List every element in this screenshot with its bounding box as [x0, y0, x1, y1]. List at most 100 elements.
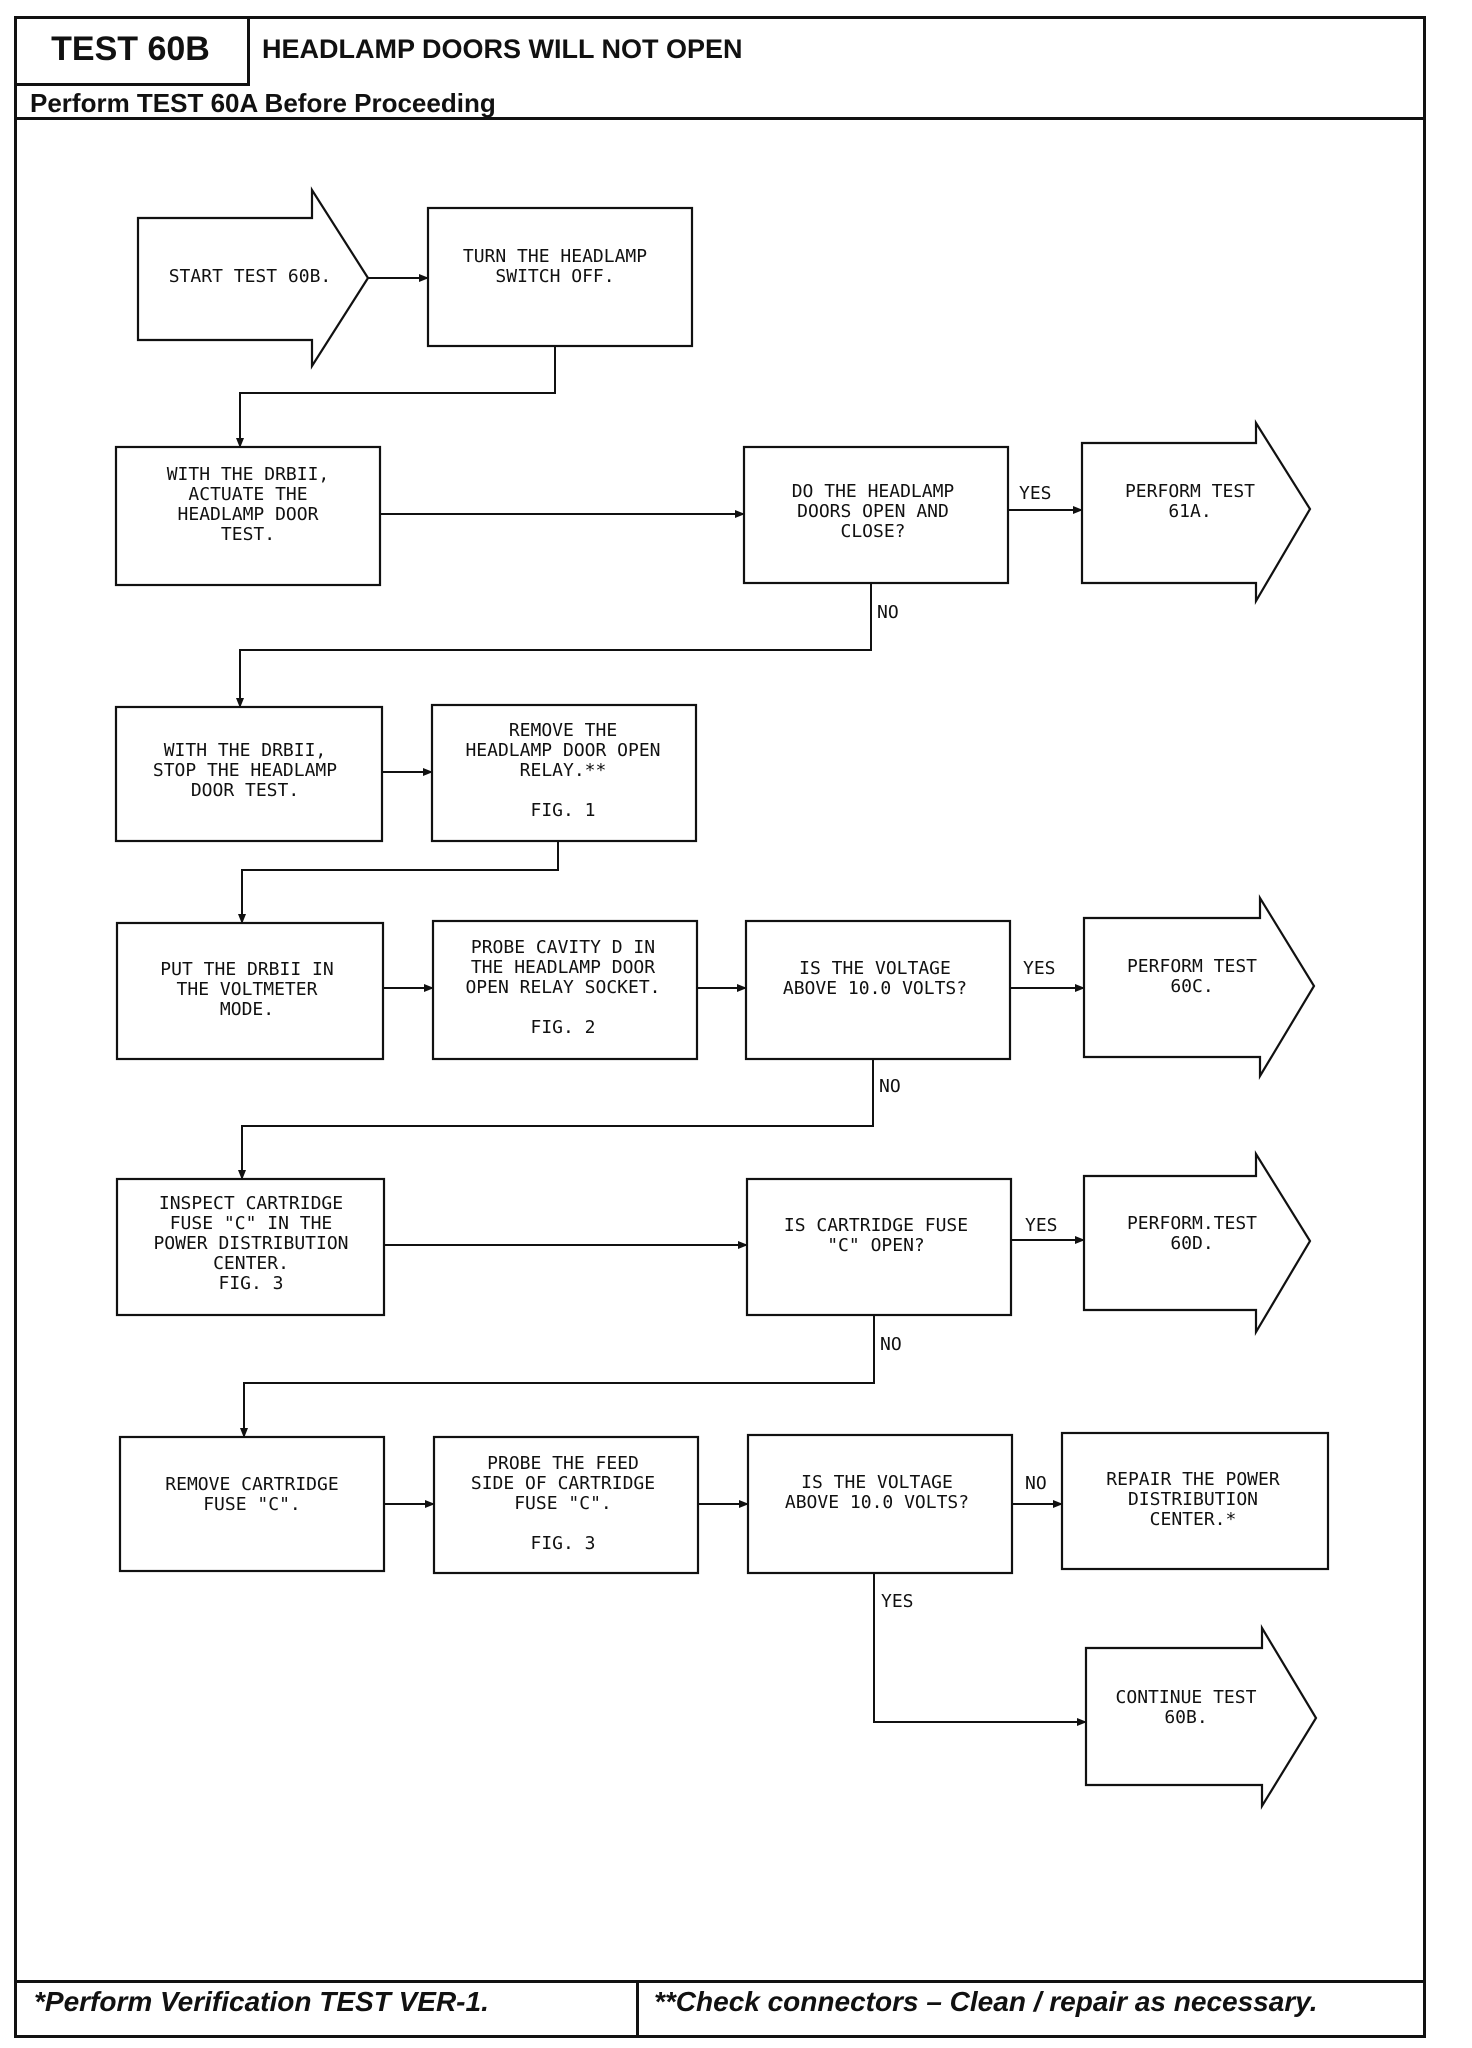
node-text-line: PROBE CAVITY D IN	[471, 937, 655, 958]
node-text-line: OPEN RELAY SOCKET.	[465, 977, 660, 998]
node-text-line: THE HEADLAMP DOOR	[471, 957, 655, 978]
node-text-line: INSPECT CARTRIDGE	[159, 1193, 343, 1214]
node-text-line: 61A.	[1168, 501, 1211, 522]
start-label: START TEST 60B.	[169, 266, 332, 287]
prerequisite-note: Perform TEST 60A Before Proceeding	[30, 88, 496, 118]
node-text-line: ABOVE 10.0 VOLTS?	[785, 1492, 969, 1513]
header-divider	[14, 117, 1426, 120]
node-text-line: RELAY.**	[520, 760, 607, 781]
connector-voltage1-no	[238, 1059, 874, 1180]
node-text-line	[558, 1513, 569, 1534]
node-text-line: CLOSE?	[840, 521, 905, 542]
connector-fuse-no	[240, 1315, 875, 1438]
node-text-line: PERFORM TEST	[1125, 481, 1255, 502]
footer-right-note: **Check connectors – Clean / repair as n…	[654, 1986, 1318, 2017]
node-text-line: WITH THE DRBII,	[164, 740, 327, 761]
doors-yes-label: YES	[1019, 483, 1052, 504]
node-text-line: REMOVE THE	[509, 720, 617, 741]
perform-60c-arrow-shape	[1082, 894, 1316, 1080]
inspect-fuse-box	[115, 1177, 386, 1317]
fuse-no-label: NO	[880, 1334, 902, 1355]
node-text-line: SIDE OF CARTRIDGE	[471, 1473, 655, 1494]
node-text-line: PROBE THE FEED	[487, 1453, 639, 1474]
test-id: TEST 60B	[14, 16, 250, 86]
voltage1-no-label: NO	[879, 1076, 901, 1097]
voltage2-no-label: NO	[1025, 1473, 1047, 1494]
node-text-line: 60B.	[1164, 1707, 1207, 1728]
footer-column-divider	[636, 1980, 639, 2038]
node-text-line: PUT THE DRBII IN	[160, 959, 333, 980]
node-text-line: FUSE "C" IN THE	[170, 1213, 333, 1234]
node-text-line: TEST.	[221, 524, 275, 545]
stop-test-box	[114, 705, 384, 843]
node-text-line: DOORS OPEN AND	[797, 501, 949, 522]
node-text-line: HEADLAMP DOOR OPEN	[465, 740, 660, 761]
actuate-box	[114, 445, 382, 587]
node-text-line: PERFORM.TEST	[1127, 1213, 1257, 1234]
node-text-line: REPAIR THE POWER	[1106, 1469, 1280, 1490]
node-text-line: FIG. 2	[530, 1017, 595, 1038]
node-text-line: CENTER.	[213, 1253, 289, 1274]
node-text-line: FIG. 1	[530, 800, 595, 821]
perform-61a-arrow-shape	[1080, 419, 1312, 606]
node-text-line: HEADLAMP DOOR	[178, 504, 319, 525]
node-text-line: PERFORM TEST	[1127, 956, 1257, 977]
node-text-line: DO THE HEADLAMP	[792, 481, 955, 502]
doors-no-label: NO	[877, 602, 899, 623]
node-text-line: STOP THE HEADLAMP	[153, 760, 337, 781]
fuse-yes-label: YES	[1025, 1215, 1058, 1236]
node-text-line: SWITCH OFF.	[495, 266, 614, 287]
continue-60b-arrow-shape	[1084, 1624, 1318, 1810]
node-text-line: TURN THE HEADLAMP	[463, 246, 647, 267]
node-text-line: THE VOLTMETER	[177, 979, 318, 1000]
node-text-line: DOOR TEST.	[191, 780, 299, 801]
node-text-line: FUSE "C".	[203, 1494, 301, 1515]
page-title: HEADLAMP DOORS WILL NOT OPEN	[262, 34, 743, 64]
node-text-line: POWER DISTRIBUTION	[153, 1233, 348, 1254]
voltmeter-box	[115, 921, 385, 1061]
node-text-line: DISTRIBUTION	[1128, 1489, 1258, 1510]
node-text-line: MODE.	[220, 999, 274, 1020]
node-text-line: FUSE "C".	[514, 1493, 612, 1514]
node-text-line: IS CARTRIDGE FUSE	[784, 1215, 968, 1236]
node-text-line: IS THE VOLTAGE	[799, 958, 951, 979]
node-text-line: ACTUATE THE	[188, 484, 307, 505]
connector-relay-to-voltmeter	[238, 841, 559, 924]
node-text-line	[558, 780, 569, 801]
node-text-line: CONTINUE TEST	[1116, 1687, 1257, 1708]
page-frame	[14, 16, 1426, 2038]
node-text-line: ABOVE 10.0 VOLTS?	[783, 978, 967, 999]
footer-left-note: *Perform Verification TEST VER-1.	[34, 1986, 489, 2017]
node-text-line: 60D.	[1170, 1233, 1213, 1254]
node-text-line: WITH THE DRBII,	[167, 464, 330, 485]
start-arrow-shape	[136, 186, 370, 370]
connector-doors-no	[236, 583, 872, 708]
node-text-line: REMOVE CARTRIDGE	[165, 1474, 338, 1495]
node-text-line: FIG. 3	[218, 1273, 283, 1294]
node-text-line	[558, 997, 569, 1018]
node-text-line: START TEST 60B.	[169, 266, 332, 287]
node-text-line: "C" OPEN?	[827, 1235, 925, 1256]
voltage2-yes-label: YES	[881, 1591, 914, 1612]
footer-divider	[14, 1980, 1426, 1983]
node-text-line: CENTER.*	[1150, 1509, 1237, 1530]
perform-60d-arrow-shape	[1082, 1150, 1312, 1337]
node-text-line: FIG. 3	[530, 1533, 595, 1554]
